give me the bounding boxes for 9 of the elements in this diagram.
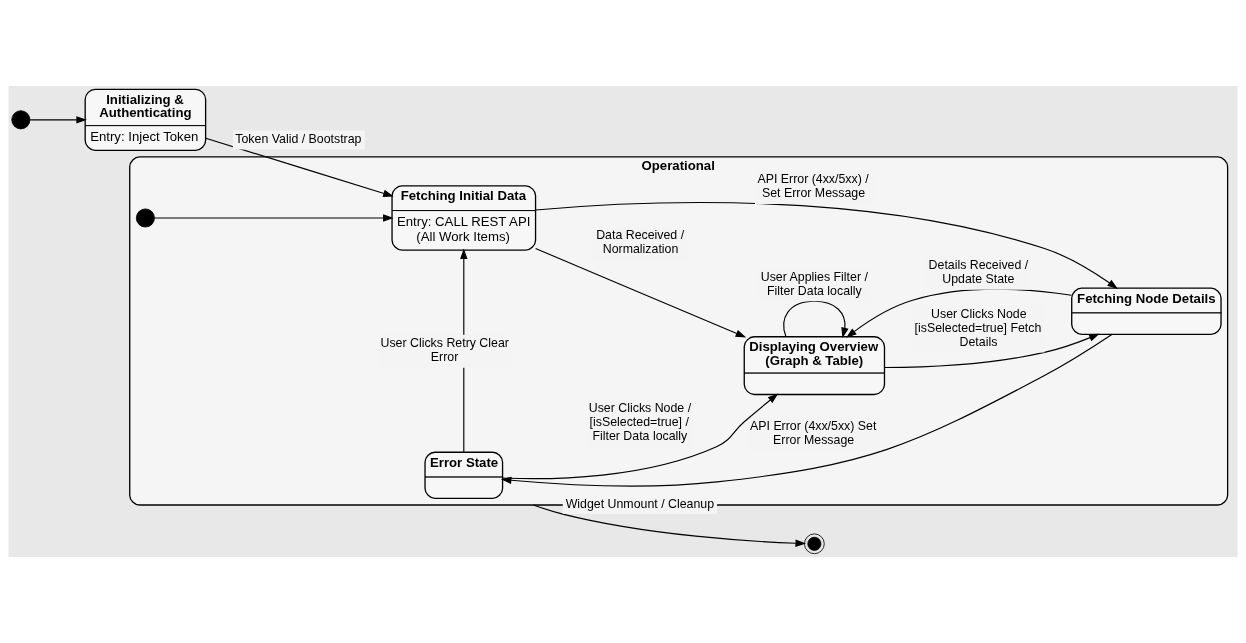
edge-label: User Clicks Retry Clear Error <box>380 336 509 365</box>
edge-label: Data Received / Normalization <box>596 228 685 257</box>
edge-label: API Error (4xx/5xx) Set Error Message <box>750 418 877 447</box>
edge-label: API Error (4xx/5xx) / Set Error Message <box>757 172 869 201</box>
edge-label: User Clicks Node [isSelected=true] Fetch Details <box>914 307 1042 350</box>
edge-label: User Applies Filter / Filter Data locally <box>760 269 868 298</box>
edge-label: User Clicks Node / [isSelected=true] / Filter Data locally <box>588 401 692 444</box>
edge-label: Token Valid / Bootstrap <box>235 132 362 147</box>
edge-label: Details Received / Update State <box>928 258 1029 287</box>
